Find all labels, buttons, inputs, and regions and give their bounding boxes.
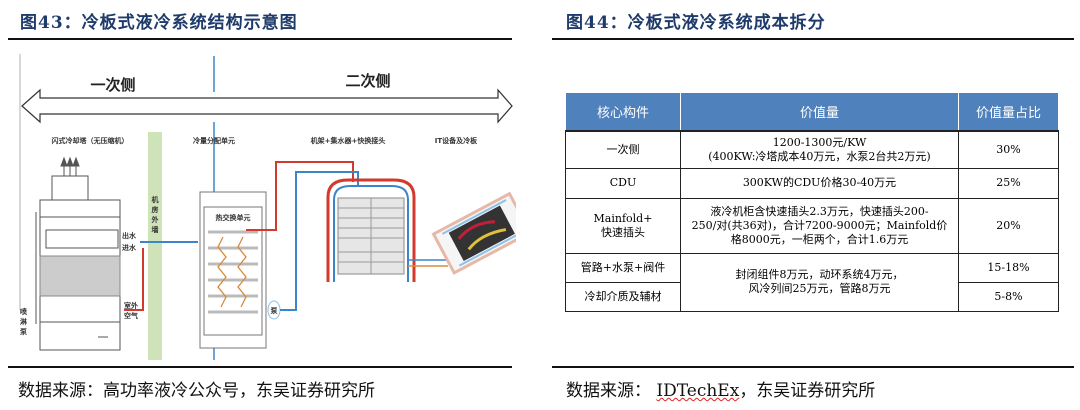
component-line: Mainfold+ (593, 211, 653, 225)
exhaust-arrows-icon (60, 156, 80, 167)
cell-share: 30% (958, 130, 1059, 169)
cell-value: 液冷机柜含快速插头2.3万元，快速插头200- 250/对(共36对)，合计72… (680, 197, 959, 254)
svg-text:机: 机 (152, 195, 159, 204)
outdoor-air-label-2: 空气 (124, 311, 138, 320)
header-share: 价值量占比 (958, 92, 1059, 132)
table-row: 冷却介质及辅材 5-8% (565, 281, 1059, 312)
cell-component: CDU (565, 167, 681, 199)
right-title-rule (552, 38, 1074, 40)
value-line: 液冷机柜含快速插头2.3万元，快速插头200- (710, 204, 929, 218)
inlet-water-label: 进水 (122, 243, 137, 252)
cell-value: 1200-1300元/KW (400KW:冷塔成本40万元，水泵2台共2万元) (680, 130, 959, 169)
label-flash-cooling-tower: 闪式冷却塔（无压缩机） (52, 136, 129, 145)
left-title-rule (8, 38, 512, 40)
value-line: 格8000元，一柜两个，合计1.6万元 (730, 232, 909, 246)
wall-label: 机 房 外 墙 (152, 195, 159, 234)
label-cdu: 冷量分配单元 (193, 136, 235, 145)
cost-breakdown-table: 核心构件 价值量 价值量占比 一次侧 1200-1300元/KW (400KW:… (565, 92, 1059, 312)
outdoor-air-label-1: 室外 (124, 301, 138, 310)
double-arrow-icon (21, 88, 513, 124)
cell-share: 25% (958, 167, 1059, 199)
primary-side-label: 一次侧 (90, 76, 135, 94)
figure-43-source: 数据来源：高功率液冷公众号，东吴证券研究所 (18, 381, 375, 401)
machine-room-wall (148, 132, 162, 360)
table-row: Mainfold+ 快速插头 液冷机柜含快速插头2.3万元，快速插头200- 2… (565, 197, 1059, 254)
cold-pipe-cdu-rack (280, 171, 359, 311)
cold-plate-system-diagram: 一次侧 二次侧 闪式冷却塔（无压缩机） 冷量分配单元 机架+集水器+快换接头 I… (18, 52, 516, 360)
outlet-water-label: 出水 (122, 231, 137, 240)
component-line: 快速插头 (601, 225, 645, 239)
header-component: 核心构件 (565, 92, 681, 132)
secondary-side-label: 二次侧 (345, 72, 390, 90)
cell-component: 冷却介质及辅材 (565, 281, 681, 312)
cell-component: 一次侧 (565, 130, 681, 169)
header-value: 价值量 (680, 92, 959, 132)
cell-share: 20% (958, 197, 1059, 254)
cdu-unit (199, 191, 267, 349)
figure-43-title: 图43：冷板式液冷系统结构示意图 (20, 13, 298, 33)
table-row: 一次侧 1200-1300元/KW (400KW:冷塔成本40万元，水泵2台共2… (565, 130, 1059, 169)
value-line: 封闭组件8万元，动环系统4万元， (735, 268, 904, 281)
cell-component: 管路+水泵+阀件 (565, 252, 681, 283)
value-line: 250/对(共36对)，合计7200-9000元；Mainfold价 (691, 218, 948, 232)
svg-text:外: 外 (152, 215, 159, 224)
spray-pump-label-3: 泵 (19, 327, 27, 336)
source-suffix: ，东吴证券研究所 (739, 381, 876, 401)
svg-text:房: 房 (152, 205, 159, 214)
heat-exchanger-label: 热交换单元 (216, 213, 251, 222)
cooling-tower (35, 156, 121, 351)
label-rack-manifold: 机架+集水器+快换接头 (311, 136, 386, 145)
source-idtechex: IDTechEx (656, 381, 740, 401)
figure-44-title: 图44：冷板式液冷系统成本拆分 (566, 13, 826, 33)
value-line: 1200-1300元/KW (772, 135, 867, 149)
svg-text:墙: 墙 (152, 225, 159, 234)
cell-value: 300KW的CDU价格30-40万元 (680, 167, 959, 199)
value-line: 风冷列间25万元，管路8万元 (748, 282, 891, 295)
label-it-equipment: IT设备及冷板 (435, 136, 478, 145)
cell-component: Mainfold+ 快速插头 (565, 197, 681, 254)
cold-plate-module (431, 191, 516, 275)
table-row: 管路+水泵+阀件 封闭组件8万元，动环系统4万元， 风冷列间25万元，管路8万元… (565, 252, 1059, 312)
figure-44-source: 数据来源： IDTechEx，东吴证券研究所 (566, 376, 875, 401)
source-prefix: 数据来源： (566, 381, 651, 401)
value-line: (400KW:冷塔成本40万元，水泵2台共2万元) (708, 149, 931, 163)
server-rack (326, 178, 416, 282)
cell-share: 15-18% (958, 252, 1059, 283)
pump-label: 泵 (270, 306, 278, 315)
hot-pipe-cdu-rack (246, 161, 354, 231)
cell-share: 5-8% (958, 281, 1059, 312)
cell-value: 封闭组件8万元，动环系统4万元， 风冷列间25万元，管路8万元 (680, 252, 959, 312)
table-row: CDU 300KW的CDU价格30-40万元 25% (565, 167, 1059, 199)
spray-pump-label-2: 淋 (20, 317, 27, 326)
spray-pump-label-1: 喷 (20, 307, 27, 316)
table-header-row: 核心构件 价值量 价值量占比 (565, 92, 1059, 132)
left-footer-rule (8, 366, 512, 368)
hot-pipe-return (124, 248, 144, 311)
right-footer-rule (552, 366, 1074, 368)
